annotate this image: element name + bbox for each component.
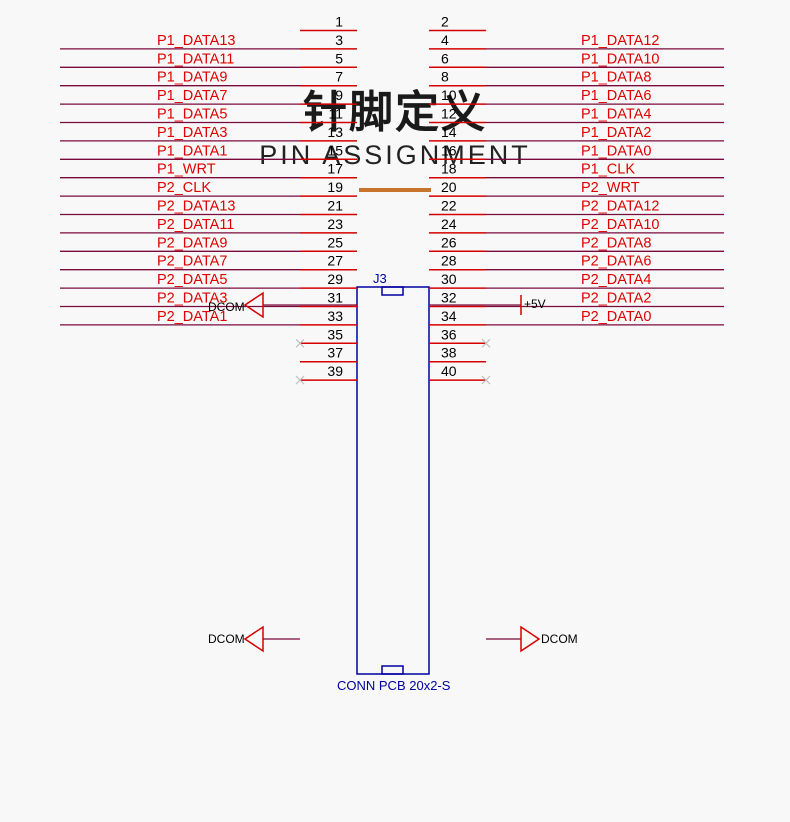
right-pin-number: 26 (441, 234, 457, 250)
left-pin-number: 5 (335, 50, 343, 66)
left-pin-number: 11 (328, 106, 343, 122)
dcom-top-label: DCOM (208, 300, 245, 314)
left-pin-number: 37 (327, 345, 343, 361)
right-net-label: P2_DATA8 (581, 235, 651, 251)
left-net-label: P2_CLK (157, 180, 211, 196)
right-net-label: P1_DATA4 (581, 107, 651, 123)
no-connect-mark (295, 375, 305, 385)
left-pin-number: 29 (327, 271, 343, 287)
right-pin-number: 24 (441, 216, 457, 232)
left-net-label: P1_DATA9 (157, 70, 227, 86)
right-pin-number: 18 (441, 161, 457, 177)
right-net-label: P1_DATA0 (581, 143, 651, 159)
left-net-label: P2_DATA1 (157, 309, 227, 325)
right-net-label: P2_DATA6 (581, 254, 651, 270)
connector-key-bottom (381, 665, 404, 675)
right-net-label: P2_WRT (581, 180, 640, 196)
page-title: 针脚定义 (303, 87, 487, 138)
right-net-label: P2_DATA10 (581, 217, 659, 233)
left-pin-number: 39 (327, 363, 343, 379)
left-pin-number: 1 (335, 14, 343, 30)
left-net-label: P2_DATA11 (157, 217, 234, 233)
left-pin-number: 17 (327, 161, 343, 177)
left-pin-number: 21 (327, 198, 343, 214)
right-net-label: P2_DATA12 (581, 199, 659, 215)
left-pin-number: 15 (327, 142, 343, 158)
right-pin-number: 28 (441, 253, 457, 269)
right-net-label: P1_DATA10 (581, 51, 659, 67)
left-net-label: P1_DATA3 (157, 125, 227, 141)
right-pin-number: 6 (441, 50, 449, 66)
right-pin-number: 38 (441, 345, 457, 361)
left-pin-number: 27 (327, 253, 343, 269)
title-underline (359, 188, 431, 192)
left-net-label: P2_DATA5 (157, 272, 227, 288)
page-subtitle: PIN ASSIGNMENT (259, 140, 531, 170)
left-pin-number: 31 (327, 290, 343, 306)
right-pin-number: 22 (441, 198, 457, 214)
left-net-label: P2_DATA9 (157, 235, 227, 251)
right-net-label: P1_DATA12 (581, 33, 659, 49)
left-net-label: P2_DATA13 (157, 199, 235, 215)
left-pin-number: 7 (335, 69, 343, 85)
left-pin-number: 33 (327, 308, 343, 324)
right-pin-number: 30 (441, 271, 457, 287)
left-net-label: P2_DATA7 (157, 254, 227, 270)
right-pin-number: 32 (441, 290, 457, 306)
right-pin-number: 4 (441, 32, 449, 48)
right-net-label: P1_CLK (581, 162, 635, 178)
right-pin-number: 10 (441, 87, 457, 103)
left-net-label: P1_WRT (157, 162, 216, 178)
dcom-right-label: DCOM (541, 632, 578, 646)
left-net-label: P1_DATA13 (157, 33, 235, 49)
dcom-left-triangle (243, 625, 264, 653)
dcom-right-triangle (520, 625, 541, 653)
left-pin-number: 35 (327, 326, 343, 342)
no-connect-mark (481, 338, 491, 348)
right-pin-number: 12 (441, 106, 457, 122)
connector-ref: J3 (373, 271, 387, 286)
left-net-label: P1_DATA7 (157, 88, 227, 104)
right-net-label: P1_DATA2 (581, 125, 651, 141)
right-pin-number: 16 (441, 142, 457, 158)
no-connect-mark (295, 338, 305, 348)
connector-key-top (381, 286, 404, 296)
right-net-label: P2_DATA2 (581, 291, 651, 307)
left-net-label: P2_DATA3 (157, 291, 227, 307)
dcom-left-label: DCOM (208, 632, 245, 646)
left-pin-number: 13 (327, 124, 343, 140)
right-net-label: P1_DATA6 (581, 88, 651, 104)
connector-body: J3 CONN PCB 20x2-S (337, 271, 451, 693)
right-net-label: P1_DATA8 (581, 70, 651, 86)
right-pin-number: 8 (441, 69, 449, 85)
left-net-label: P1_DATA11 (157, 51, 234, 67)
power-symbols: DCOM +5V DCOM DCOM (208, 291, 578, 653)
left-pin-number: 23 (327, 216, 343, 232)
net-wires (60, 48, 724, 326)
right-pin-number: 14 (441, 124, 457, 140)
right-net-label: P2_DATA0 (581, 309, 651, 325)
dcom-top-triangle (243, 291, 264, 319)
left-pin-number: 25 (327, 234, 343, 250)
right-pin-number: 2 (441, 14, 449, 30)
left-pin-number: 19 (327, 179, 343, 195)
connector-outline (356, 286, 430, 675)
right-pin-number: 20 (441, 179, 457, 195)
right-pin-number: 40 (441, 363, 457, 379)
vcc-label: +5V (524, 297, 546, 311)
connector-part: CONN PCB 20x2-S (337, 678, 451, 693)
right-pin-number: 36 (441, 326, 457, 342)
left-pin-number: 9 (335, 87, 343, 103)
right-net-label: P2_DATA4 (581, 272, 651, 288)
left-pin-number: 3 (335, 32, 343, 48)
left-net-label: P1_DATA5 (157, 107, 227, 123)
no-connect-mark (481, 375, 491, 385)
left-net-label: P1_DATA1 (157, 143, 227, 159)
right-pin-number: 34 (441, 308, 457, 324)
